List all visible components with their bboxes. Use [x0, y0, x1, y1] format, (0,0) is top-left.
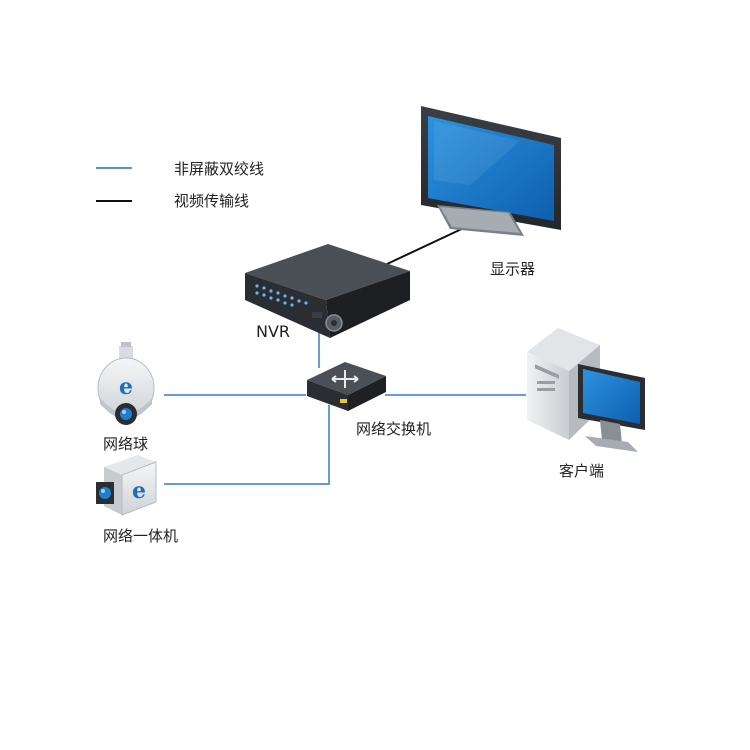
legend-label-twisted-pair: 非屏蔽双绞线	[174, 160, 265, 178]
nvr-label: NVR	[256, 322, 291, 341]
client-pc-icon	[527, 328, 645, 452]
legend-label-video: 视频传输线	[174, 192, 250, 210]
switch-arrows-icon	[331, 370, 359, 388]
ie-logo-icon: e	[119, 374, 133, 400]
legend-line-twisted-pair	[96, 167, 132, 169]
monitor-icon	[421, 106, 561, 236]
switch-icon	[307, 362, 386, 411]
monitor-label: 显示器	[490, 260, 536, 278]
box-camera-label: 网络一体机	[103, 527, 179, 545]
dome-camera-label: 网络球	[103, 435, 149, 453]
dome-camera-icon: e	[97, 342, 155, 425]
connections	[164, 225, 526, 485]
ie-logo-icon: e	[132, 478, 146, 504]
switch-label: 网络交换机	[356, 420, 432, 438]
video-line-nvr-monitor	[386, 225, 469, 265]
box-camera-icon: e	[96, 455, 157, 516]
legend-line-video	[96, 200, 132, 202]
twisted-pair-switch-box-camera	[164, 405, 330, 485]
client-label: 客户端	[559, 462, 605, 480]
nvr-icon	[245, 244, 410, 338]
